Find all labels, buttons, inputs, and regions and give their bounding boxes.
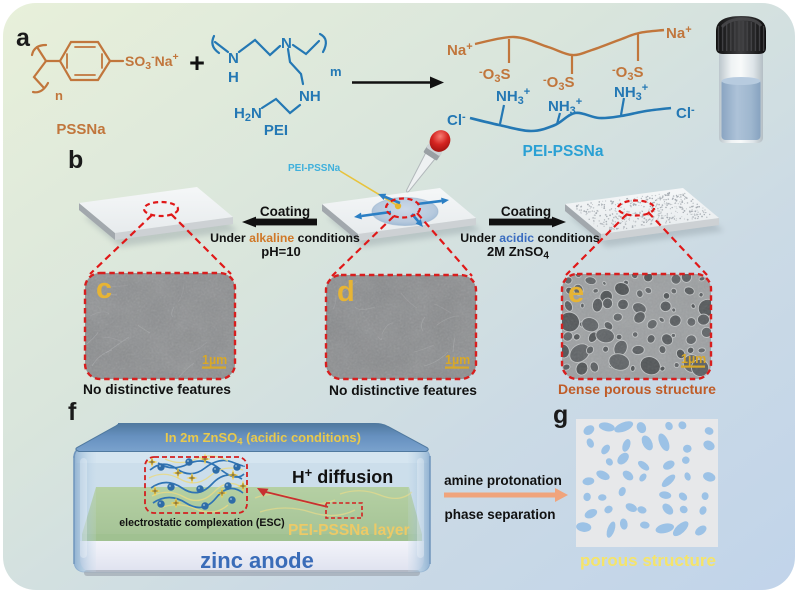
svg-text:Coating: Coating — [260, 204, 310, 219]
svg-text:H: H — [228, 69, 239, 86]
svg-text:b: b — [68, 146, 83, 174]
svg-text:phase separation: phase separation — [444, 507, 555, 522]
svg-text:SO3-Na+: SO3-Na+ — [125, 51, 179, 72]
svg-text:H2N: H2N — [234, 105, 262, 124]
svg-text:c: c — [96, 273, 112, 305]
svg-text:No distinctive features: No distinctive features — [329, 383, 477, 398]
svg-text:1µm: 1µm — [445, 353, 470, 367]
svg-text:Coating: Coating — [501, 204, 551, 219]
svg-text:zinc anode: zinc anode — [200, 548, 314, 573]
svg-text:-O3S: -O3S — [612, 64, 643, 83]
svg-text:No distinctive features: No distinctive features — [83, 382, 231, 397]
svg-text:PEI-PSSNa layer: PEI-PSSNa layer — [288, 522, 409, 539]
svg-text:H+ diffusion: H+ diffusion — [292, 465, 393, 487]
svg-text:PSSNa: PSSNa — [56, 121, 106, 138]
svg-text:Cl-: Cl- — [447, 111, 466, 129]
svg-text:Cl-: Cl- — [676, 104, 695, 122]
svg-text:a: a — [16, 24, 31, 52]
svg-text:Under acidic conditions: Under acidic conditions — [460, 231, 600, 245]
svg-text:-O3S: -O3S — [479, 66, 510, 85]
svg-text:N: N — [228, 50, 239, 67]
svg-text:d: d — [337, 276, 355, 308]
svg-text:PEI-PSSNa: PEI-PSSNa — [523, 143, 604, 160]
svg-text:n: n — [55, 88, 63, 103]
svg-text:porous structure: porous structure — [580, 551, 716, 570]
svg-text:f: f — [68, 398, 77, 426]
svg-text:Dense porous structure: Dense porous structure — [558, 381, 716, 397]
svg-text:In 2m ZnSO4 (acidic conditions: In 2m ZnSO4 (acidic conditions) — [165, 430, 361, 448]
svg-text:m: m — [330, 64, 342, 79]
svg-text:PEI: PEI — [264, 122, 288, 139]
svg-text:N: N — [281, 35, 292, 52]
svg-text:1µm: 1µm — [681, 352, 706, 366]
svg-text:NH: NH — [299, 88, 321, 105]
svg-text:PEI-PSSNa: PEI-PSSNa — [288, 163, 341, 174]
svg-text:g: g — [553, 401, 568, 429]
svg-text:1µm: 1µm — [202, 353, 227, 367]
svg-text:e: e — [568, 277, 584, 309]
svg-text:pH=10: pH=10 — [261, 244, 300, 259]
svg-text:-O3S: -O3S — [543, 74, 574, 93]
svg-text:Under alkaline conditions: Under alkaline conditions — [210, 231, 360, 245]
svg-text:+: + — [189, 48, 205, 78]
svg-text:electrostatic complexation (ES: electrostatic complexation (ESC) — [119, 517, 284, 529]
svg-text:amine protonation: amine protonation — [444, 473, 562, 488]
svg-text:2M ZnSO4: 2M ZnSO4 — [487, 244, 549, 262]
